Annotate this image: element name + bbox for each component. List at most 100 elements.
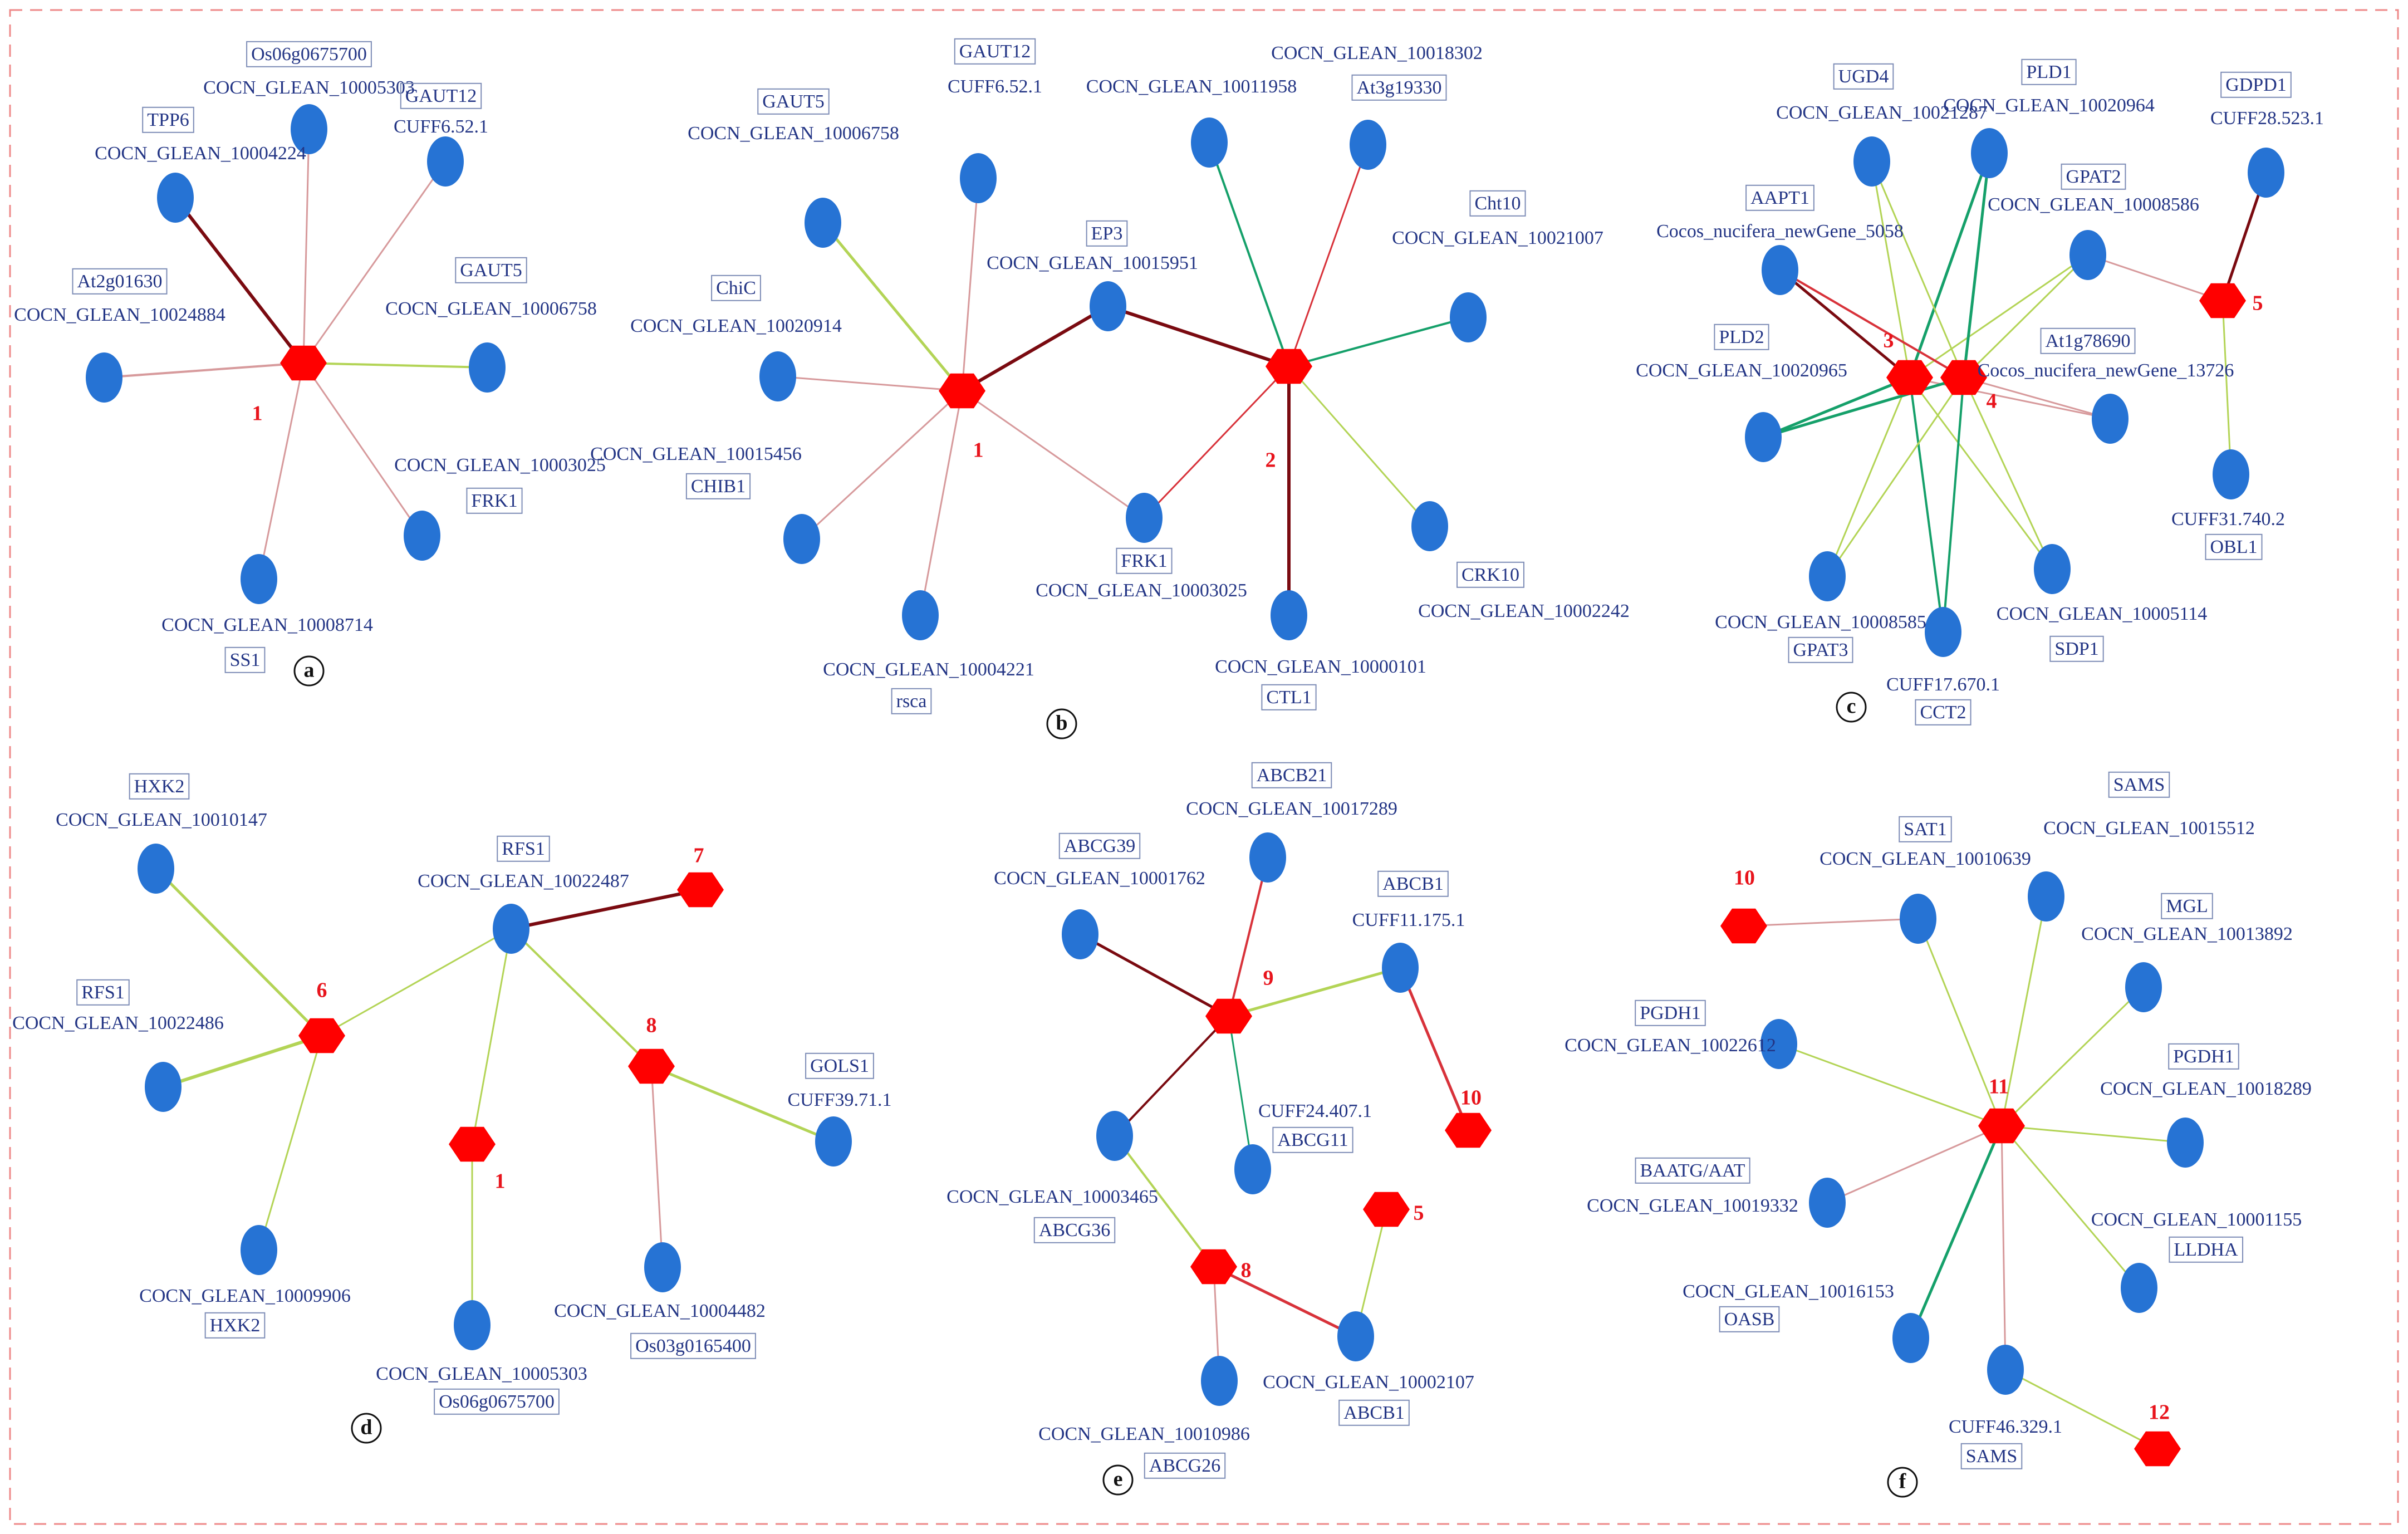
gene-name-label-frame (2061, 163, 2126, 190)
edge-a_h1-a_os06 (302, 129, 310, 364)
gene-node-a_ss1 (241, 554, 277, 604)
edge-f_h11-f_baatg (1827, 1125, 2002, 1204)
gene-name-label: AAPT1 (1750, 188, 1809, 208)
panel-tag-circle-c (1836, 692, 1867, 723)
gene-node-a_frk1 (404, 511, 440, 561)
gene-id-label: COCN_GLEAN_10006758 (385, 298, 597, 319)
gene-id-label: COCN_GLEAN_10020964 (1943, 95, 2155, 116)
gene-name-label-box-group: GAUT12 (954, 38, 1036, 65)
gene-id-label: CUFF46.329.1 (1949, 1417, 2062, 1437)
mirna-hub-f_h11 (1978, 1108, 2025, 1144)
gene-name-label: SAT1 (1904, 819, 1946, 840)
gene-name-label: MGL (2166, 896, 2208, 917)
figure-frame (9, 9, 2399, 1525)
gene-name-label: HXK2 (210, 1315, 261, 1336)
edge-c_h3-c_cct2 (1909, 377, 1944, 633)
gene-node-f_oasb (1892, 1313, 1929, 1363)
gene-name-label-frame (129, 773, 190, 800)
edge-f_h10-f_sat1 (1743, 918, 1919, 927)
gene-node-b_chib1 (783, 514, 820, 564)
gene-name-label-box-group: FRK1 (1116, 547, 1173, 574)
edge-d_h6-d_rfs1a (321, 928, 512, 1037)
gene-name-label: FRK1 (471, 491, 517, 511)
gene-name-label-frame (1915, 699, 1971, 726)
edges (104, 129, 2268, 1450)
edge-b_h1-b_ep3 (961, 305, 1109, 393)
hub-number-label: 6 (317, 979, 327, 1002)
edge-f_sams2-f_h12 (2005, 1369, 2158, 1450)
hub-number-label: 9 (1263, 967, 1274, 990)
gene-name-label: ABCG39 (1064, 836, 1135, 856)
gene-name-label: FRK1 (1121, 551, 1167, 571)
mirna-hub-d_h1 (449, 1126, 496, 1162)
gene-node-c_at1g (2092, 394, 2129, 444)
mirna-hub-c_h5 (2199, 283, 2246, 318)
gene-id-label: Cocos_nucifera_newGene_5058 (1656, 221, 1904, 242)
panel-tag-b: b (1056, 712, 1067, 735)
gene-id-label: COCN_GLEAN_10016153 (1683, 1281, 1894, 1302)
gene-name-label-box-group: BAATG/AAT (1635, 1157, 1750, 1184)
gene-name-label-frame (2168, 1043, 2239, 1070)
gene-name-label-frame (2169, 1236, 2244, 1263)
edge-d_h8-d_os03 (650, 1066, 664, 1268)
gene-name-label: LLDHA (2174, 1239, 2238, 1260)
gene-id-label: COCN_GLEAN_10010147 (56, 810, 267, 830)
gene-name-label-box-group: ABCB1 (1377, 870, 1449, 897)
gene-node-b_ctl1 (1271, 590, 1307, 640)
gene-name-label: Cht10 (1474, 193, 1521, 214)
gene-name-label: ABCB21 (1257, 765, 1327, 786)
gene-name-label-frame (72, 268, 168, 295)
gene-name-label-box-group: CHIB1 (685, 473, 751, 499)
gene-name-label-frame (2220, 71, 2292, 98)
labels: COCN_GLEAN_10005303Os06g0675700CUFF6.52.… (12, 38, 2324, 1498)
mirna-hub-b_h2 (1266, 349, 1312, 384)
gene-name-label-box-group: Os06g0675700 (434, 1388, 560, 1415)
gene-name-label-box-group: At3g19330 (1351, 74, 1447, 101)
gene-name-label: SAMS (2113, 775, 2165, 795)
gene-name-label: GAUT5 (460, 260, 522, 281)
gene-node-e_abcb1a (1382, 943, 1419, 993)
hub-number-label: 8 (1241, 1259, 1252, 1282)
edge-f_h11-f_mgl (2000, 986, 2145, 1127)
hub-number-label: 7 (694, 844, 704, 868)
hub-number-label: 12 (2149, 1401, 2170, 1424)
gene-id-label: COCN_GLEAN_10015456 (590, 444, 802, 464)
gene-name-label: CRK10 (1462, 565, 1519, 585)
edge-f_h11-f_pgdh1a (1778, 1043, 2002, 1127)
gene-name-label-frame (2108, 771, 2170, 798)
gene-name-label: EP3 (1091, 223, 1123, 244)
gene-name-label-box-group: OBL1 (2205, 533, 2263, 560)
gene-id-label: COCN_GLEAN_10009906 (139, 1286, 351, 1306)
gene-name-label-frame (1719, 1306, 1780, 1332)
mirna-hub-e_h9 (1205, 998, 1252, 1034)
hub-number-label: 4 (1987, 390, 1997, 413)
hub-number-label: 1 (252, 402, 263, 425)
gene-name-label-box-group: At1g78690 (2040, 327, 2136, 354)
gene-name-label-box-group: ABCG39 (1058, 832, 1141, 859)
gene-name-label-box-group: GAUT12 (400, 82, 482, 109)
gene-node-f_mgl (2125, 962, 2162, 1012)
edge-a_h1-a_at2g (104, 362, 304, 379)
gene-name-label-frame (246, 41, 372, 67)
mirna-hub-c_h3 (1886, 360, 1933, 395)
gene-id-label: COCN_GLEAN_10000101 (1215, 656, 1426, 677)
gene-name-label-box-group: PLD2 (1714, 324, 1769, 350)
gene-name-label-box-group: HXK2 (204, 1312, 266, 1339)
gene-name-label-frame (1251, 762, 1332, 788)
edge-e_h9-e_abcg36 (1114, 1015, 1230, 1137)
edge-e_h9-e_abcg39 (1079, 933, 1230, 1018)
gene-name-label-box-group: RFS1 (76, 979, 130, 1006)
gene-name-label-box-group: EP3 (1086, 220, 1128, 247)
panel-tag-circle-d (351, 1413, 382, 1444)
mirna-hub-e_h5 (1363, 1192, 1410, 1227)
gene-node-f_sams2 (1987, 1345, 2024, 1395)
gene-name-label-box-group: ABCB1 (1338, 1399, 1410, 1426)
gene-name-label-box-group: CTL1 (1261, 684, 1317, 710)
mirna-hub-a_h1 (280, 345, 327, 381)
edge-b_h2-b_at3g (1288, 144, 1369, 367)
gene-name-label-frame (142, 106, 194, 133)
gene-name-label: At1g78690 (2046, 331, 2131, 351)
gene-id-label: COCN_GLEAN_10018289 (2100, 1079, 2312, 1099)
edge-c_h3-c_pld1 (1908, 153, 1991, 378)
